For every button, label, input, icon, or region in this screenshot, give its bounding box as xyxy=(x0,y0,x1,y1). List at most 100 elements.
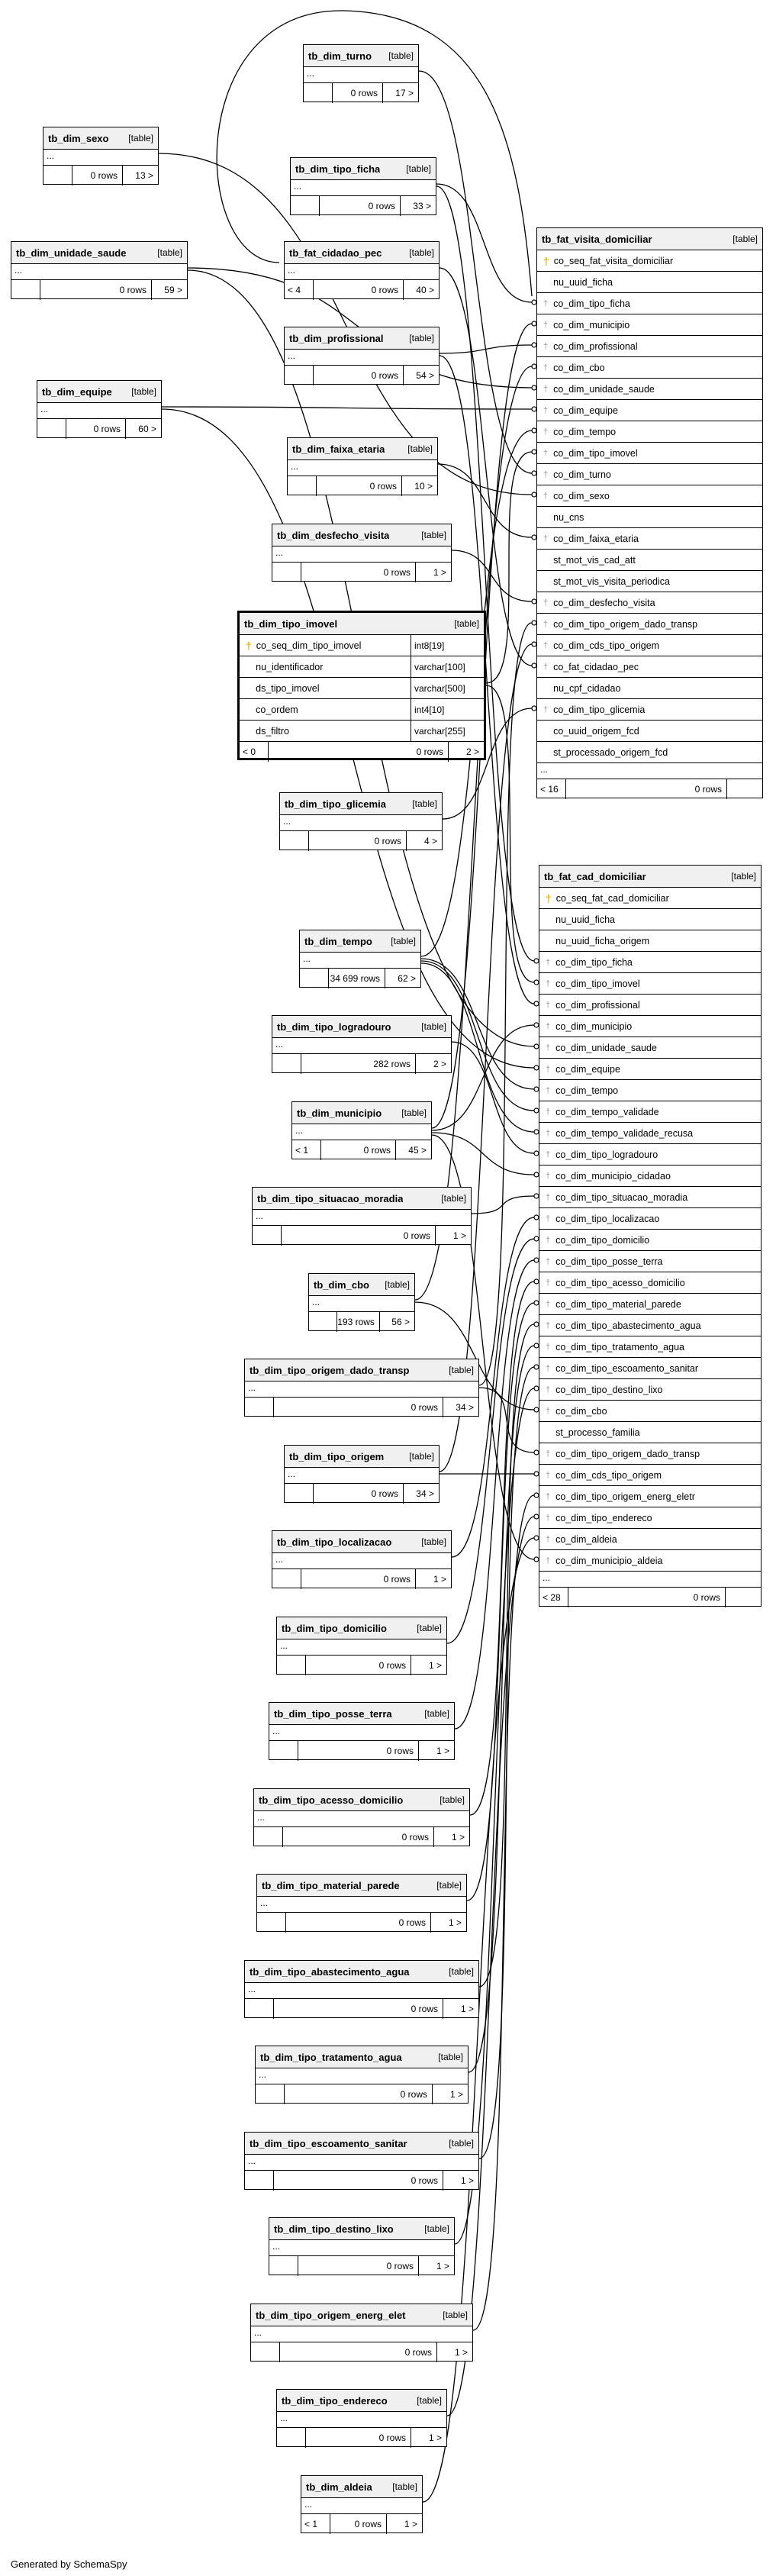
column-row[interactable]: †st_mot_vis_cad_att xyxy=(537,550,762,571)
column-row[interactable]: †st_processado_origem_fcd xyxy=(537,742,762,763)
table-tb-dim-tipo-material-parede[interactable]: tb_dim_tipo_material_parede[table]...0 r… xyxy=(256,1874,467,1933)
column-row[interactable]: †st_mot_vis_visita_periodica xyxy=(537,571,762,592)
column-row[interactable]: †nu_cpf_cidadao xyxy=(537,678,762,699)
column-row[interactable]: †co_dim_municipio_cidadao xyxy=(539,1165,761,1187)
column-row[interactable]: †co_dim_tipo_logradouro xyxy=(539,1144,761,1165)
children-count[interactable]: 1 > xyxy=(433,567,446,578)
parents-count[interactable] xyxy=(256,2084,285,2104)
table-name[interactable]: tb_dim_tipo_origem_energ_elet xyxy=(256,2309,406,2321)
children-count[interactable]: 59 > xyxy=(164,285,182,295)
table-name[interactable]: tb_dim_unidade_saude xyxy=(16,247,127,259)
children-count[interactable]: 1 > xyxy=(448,1917,462,1928)
column-row[interactable]: †st_processo_familia xyxy=(539,1422,761,1443)
table-name[interactable]: tb_dim_tipo_origem_dado_transp xyxy=(250,1364,410,1376)
table-name[interactable]: tb_fat_visita_domiciliar xyxy=(542,233,652,245)
column-row[interactable]: †co_dim_unidade_saude xyxy=(537,379,762,400)
column-row[interactable]: †nu_cns xyxy=(537,507,762,528)
children-count[interactable]: 1 > xyxy=(454,2347,468,2358)
table-name[interactable]: tb_dim_tipo_glicemia xyxy=(285,798,386,810)
children-count[interactable]: 34 > xyxy=(416,1488,434,1499)
column-row[interactable]: †nu_uuid_ficha xyxy=(537,272,762,293)
children-count[interactable]: 4 > xyxy=(423,836,437,846)
parents-count[interactable] xyxy=(277,1656,306,1675)
column-row[interactable]: †co_dim_tipo_origem_energ_eletr xyxy=(539,1486,761,1507)
column-row[interactable]: †co_dim_tipo_material_parede xyxy=(539,1294,761,1315)
table-name[interactable]: tb_dim_tipo_tratamento_agua xyxy=(260,2051,402,2063)
children-count[interactable]: 1 > xyxy=(436,1746,449,1756)
column-row[interactable]: †co_dim_tipo_destino_lixo xyxy=(539,1379,761,1401)
parents-count[interactable] xyxy=(300,969,329,988)
table-name[interactable]: tb_dim_tipo_endereco xyxy=(282,2394,388,2407)
parents-count[interactable] xyxy=(272,1054,301,1074)
table-tb-dim-tipo-tratamento-agua[interactable]: tb_dim_tipo_tratamento_agua[table]...0 r… xyxy=(255,2046,468,2104)
children-count[interactable]: 45 > xyxy=(408,1145,427,1156)
children-count[interactable]: 54 > xyxy=(416,370,434,381)
table-name[interactable]: tb_dim_cbo xyxy=(314,1278,369,1291)
parents-count[interactable] xyxy=(277,2428,306,2448)
column-row[interactable]: †co_dim_equipe xyxy=(539,1059,761,1080)
parents-count[interactable] xyxy=(288,476,317,496)
table-name[interactable]: tb_dim_tipo_origem xyxy=(289,1450,385,1462)
column-row[interactable]: †co_dim_municipio_aldeia xyxy=(539,1550,761,1572)
column-row[interactable]: †co_dim_cbo xyxy=(539,1401,761,1422)
parents-count[interactable]: < 4 xyxy=(285,280,314,300)
parents-count[interactable] xyxy=(245,2171,274,2191)
column-row[interactable]: †co_dim_tipo_endereco xyxy=(539,1507,761,1529)
column-row[interactable]: †co_dim_sexo xyxy=(537,485,762,507)
parents-count[interactable]: < 28 xyxy=(539,1588,568,1607)
column-row[interactable]: †co_dim_tipo_imovel xyxy=(537,443,762,464)
children-count[interactable]: 2 > xyxy=(465,746,479,757)
children-count[interactable]: 34 > xyxy=(456,1402,474,1413)
table-name[interactable]: tb_dim_tipo_escoamento_sanitar xyxy=(250,2137,407,2149)
table-name[interactable]: tb_dim_tempo xyxy=(304,935,372,947)
children-count[interactable]: 1 > xyxy=(433,1574,446,1585)
column-row[interactable]: †co_dim_tipo_domicilio xyxy=(539,1230,761,1251)
parents-count[interactable] xyxy=(269,1741,298,1761)
parents-count[interactable] xyxy=(254,1827,283,1847)
table-name[interactable]: tb_dim_turno xyxy=(308,50,372,62)
children-count[interactable]: 33 > xyxy=(413,201,431,211)
column-row[interactable]: †co_dim_tipo_imovel xyxy=(539,973,761,995)
table-tb-dim-tipo-origem-energ-elet[interactable]: tb_dim_tipo_origem_energ_elet[table]...0… xyxy=(250,2304,473,2362)
table-name[interactable]: tb_dim_tipo_imovel xyxy=(244,617,338,630)
table-name[interactable]: tb_dim_tipo_logradouro xyxy=(277,1020,391,1033)
column-row[interactable]: †co_dim_tipo_ficha xyxy=(537,293,762,314)
column-row[interactable]: †co_dim_tipo_origem_dado_transp xyxy=(537,614,762,635)
children-count[interactable]: 40 > xyxy=(416,285,434,295)
table-name[interactable]: tb_fat_cidadao_pec xyxy=(289,247,382,259)
column-row[interactable]: †co_fat_cidadao_pec xyxy=(537,656,762,678)
column-row[interactable]: †co_dim_tipo_tratamento_agua xyxy=(539,1336,761,1358)
children-count[interactable]: 1 > xyxy=(428,2433,442,2443)
table-name[interactable]: tb_dim_municipio xyxy=(297,1107,382,1119)
children-count[interactable]: 1 > xyxy=(436,2261,449,2271)
column-row[interactable]: †co_dim_tipo_origem_dado_transp xyxy=(539,1443,761,1465)
column-row[interactable]: †nu_uuid_ficha xyxy=(539,909,761,930)
parents-count[interactable] xyxy=(304,83,333,103)
table-name[interactable]: tb_dim_tipo_destino_lixo xyxy=(274,2223,394,2235)
table-name[interactable]: tb_dim_tipo_localizacao xyxy=(277,1536,392,1548)
parents-count[interactable] xyxy=(272,563,301,582)
column-row[interactable]: †co_dim_municipio xyxy=(537,314,762,336)
parents-count[interactable] xyxy=(285,1484,314,1504)
children-count[interactable]: 1 > xyxy=(460,2175,474,2186)
parents-count[interactable] xyxy=(43,166,72,185)
children-count[interactable]: 60 > xyxy=(138,424,156,434)
table-tb-dim-tipo-escoamento-sanitar[interactable]: tb_dim_tipo_escoamento_sanitar[table]...… xyxy=(244,2132,479,2191)
table-tb-dim-tipo-logradouro[interactable]: tb_dim_tipo_logradouro[table]...282 rows… xyxy=(272,1015,452,1074)
children-count[interactable]: 1 > xyxy=(460,2004,474,2014)
children-count[interactable]: 1 > xyxy=(452,1230,466,1241)
parents-count[interactable] xyxy=(291,196,320,216)
parents-count[interactable] xyxy=(257,1913,286,1933)
table-name[interactable]: tb_fat_cad_domiciliar xyxy=(544,870,646,882)
